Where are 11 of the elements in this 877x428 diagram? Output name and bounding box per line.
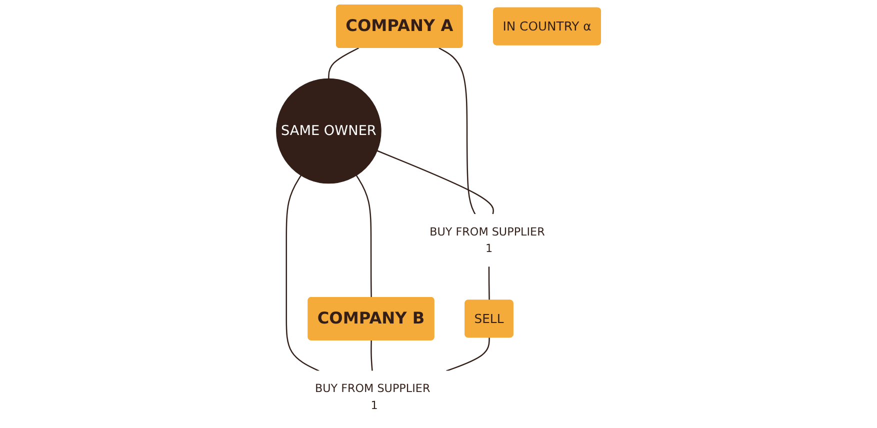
connector [488, 266, 490, 300]
connector [438, 47, 476, 215]
connector [446, 338, 490, 372]
connector [356, 175, 372, 298]
connector [376, 150, 494, 214]
node-text: BUY FROM SUPPLIER 1 [314, 382, 430, 412]
connector [286, 175, 320, 372]
node-text: BUY FROM SUPPLIER 1 [430, 225, 545, 256]
connector [328, 47, 359, 79]
node-circle: SAME OWNER [276, 78, 382, 184]
connector [370, 340, 373, 372]
